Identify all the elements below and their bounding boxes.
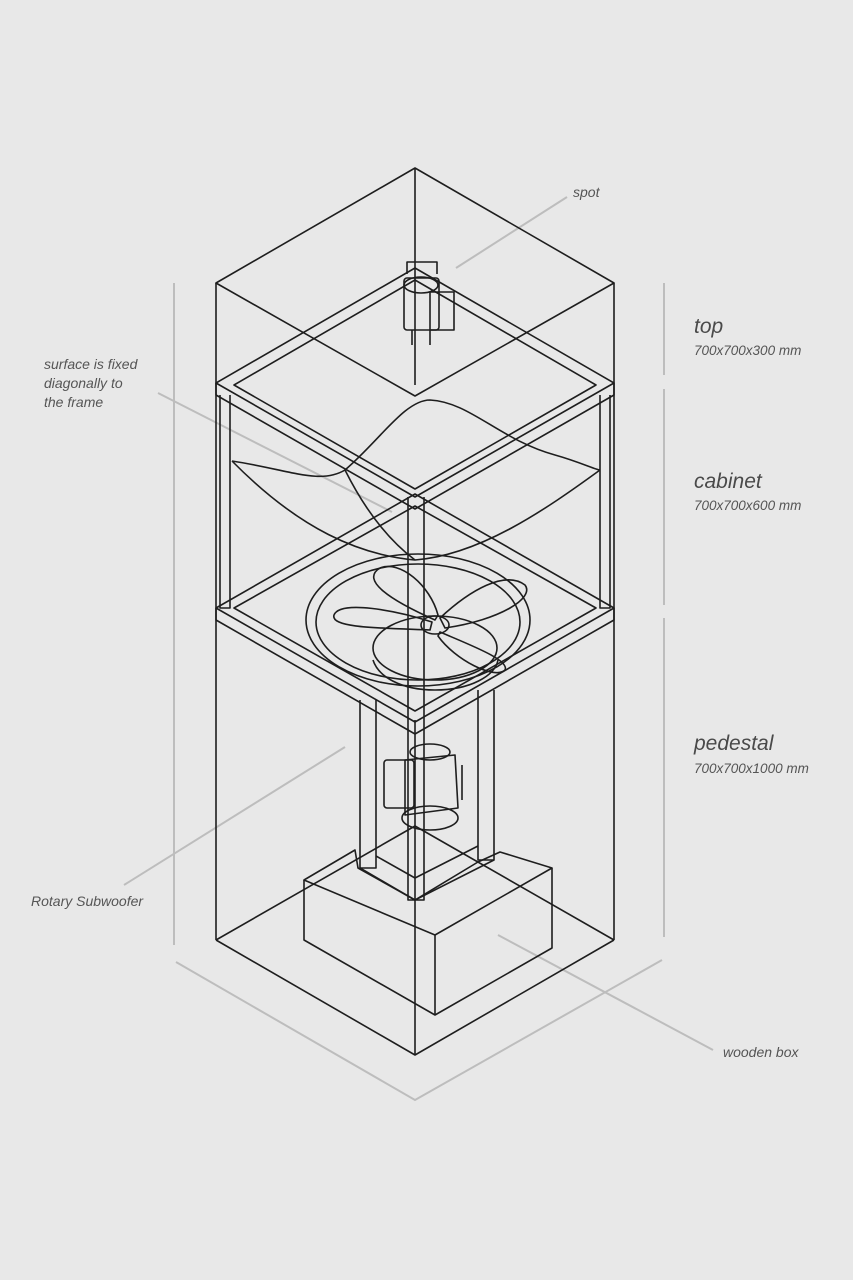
fan-blade-1	[373, 565, 439, 621]
subwoofer-label: Rotary Subwoofer	[31, 893, 144, 909]
fan-blade-3	[333, 606, 433, 631]
spot-leader	[455, 196, 568, 269]
surface-label: surface is fixed diagonally to the frame	[44, 356, 138, 410]
post-right	[599, 395, 611, 609]
fan-blade-2	[439, 579, 528, 629]
top-volume-lid	[215, 167, 615, 397]
upper-frame-outer	[215, 267, 615, 498]
middle-frame-outer	[215, 493, 615, 723]
post-left	[219, 395, 231, 609]
structure-lines	[215, 167, 615, 1056]
middle-frame-inner	[233, 505, 597, 712]
spot-handle	[406, 261, 438, 274]
spot-label: spot	[573, 184, 600, 200]
fan-blade-4	[437, 631, 507, 674]
motor-body	[404, 754, 459, 816]
upper-frame-inner	[233, 279, 597, 490]
wooden-box-label: wooden box	[723, 1044, 799, 1060]
fan-ring-outer	[305, 553, 531, 687]
top-section-name: top	[694, 315, 724, 338]
cabinet-section-dims: 700x700x600 mm	[694, 498, 802, 513]
pedestal-frame-right	[477, 690, 495, 861]
fan-ring-inner	[315, 563, 521, 681]
base-dimension-line	[175, 959, 663, 1102]
pedestal-section-name: pedestal	[694, 732, 774, 755]
outer-base-back	[215, 825, 615, 941]
surface-leader	[157, 392, 393, 513]
pedestal-frame-left	[359, 700, 377, 869]
spot-lamp-body	[403, 277, 440, 331]
pedestal-section-dims: 700x700x1000 mm	[694, 761, 809, 776]
motor-terminal-box	[383, 759, 415, 809]
annotation-lines	[123, 196, 714, 1102]
top-section-dims: 700x700x300 mm	[694, 343, 802, 358]
post-front	[407, 497, 425, 901]
fan-hub	[420, 615, 450, 635]
wooden-box-top	[303, 849, 553, 936]
cabinet-section-name: cabinet	[694, 470, 762, 493]
subwoofer-leader	[123, 746, 346, 886]
